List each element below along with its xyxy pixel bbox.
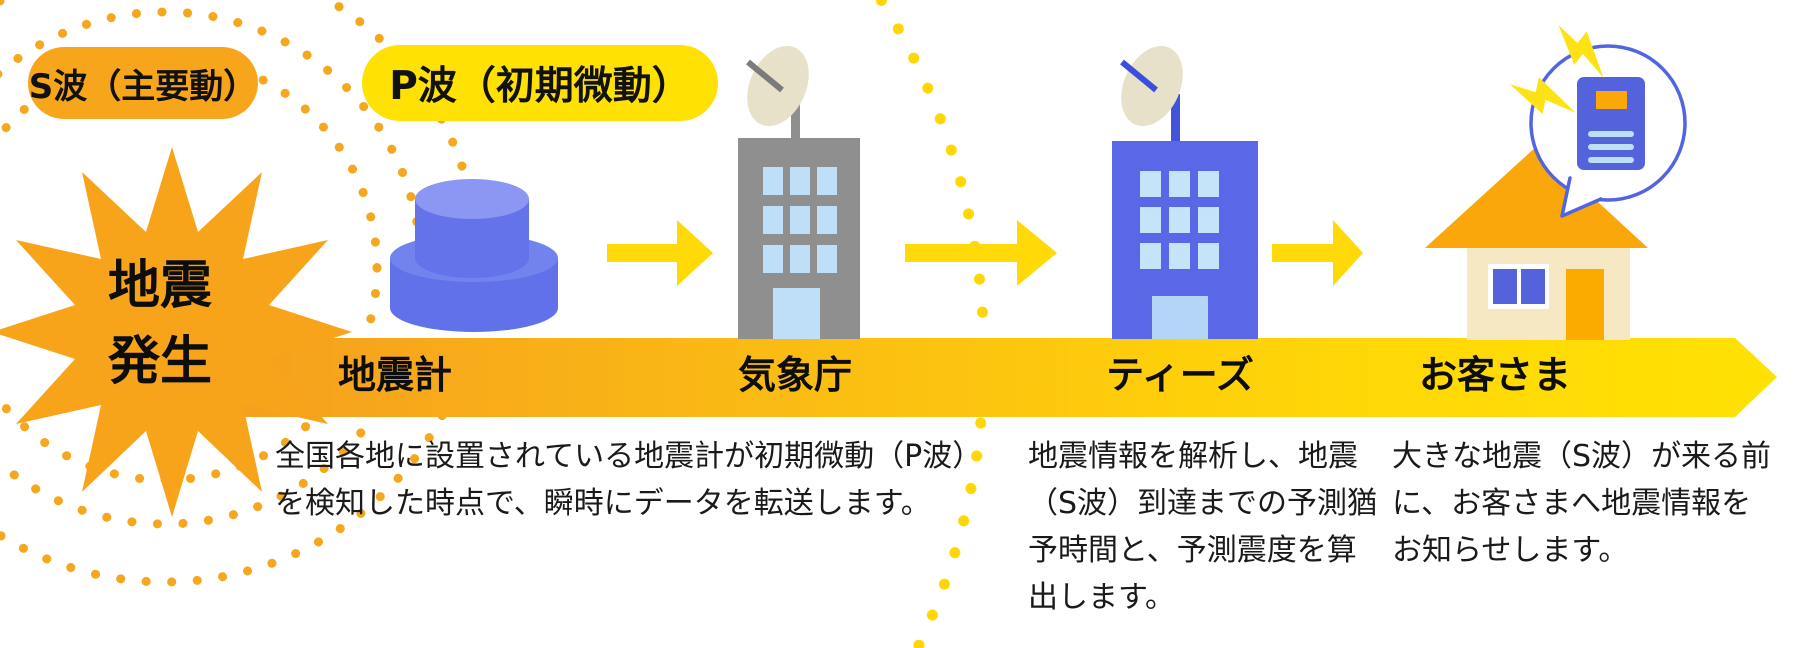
device-screen-tab: [1596, 91, 1627, 109]
description-line: 大きな地震（S波）が来る前: [1392, 439, 1772, 474]
description-line: 全国各地に設置されている地震計が初期微動（P波）: [275, 439, 983, 474]
description-seismometer-jma: 全国各地に設置されている地震計が初期微動（P波） を検知した時点で、瞬時にデータ…: [275, 433, 1045, 527]
earthquake-starburst-icon: [0, 147, 352, 517]
band-label-tees: ティーズ: [1106, 353, 1254, 397]
description-line: お知らせします。: [1392, 533, 1629, 568]
building-windows: [763, 167, 837, 273]
description-line: 予時間と、予測震度を算: [1028, 533, 1357, 568]
speech-bubble-icon: [1509, 24, 1687, 218]
earthquake-occurred-line2: 発生: [107, 332, 212, 392]
arrow-1-right-icon: [607, 220, 713, 286]
building-door: [773, 288, 820, 339]
arrow-3-right-icon: [1272, 220, 1363, 286]
earthquake-occurred-line1: 地震: [107, 256, 212, 316]
bubble-tail: [1560, 176, 1603, 218]
band-label-customer: お客さま: [1418, 353, 1571, 397]
description-customer: 大きな地震（S波）が来る前 に、お客さまへ地震情報を お知らせします。: [1392, 433, 1772, 574]
s-wave-badge-label: S波（主要動）: [28, 66, 258, 107]
alert-device-icon: [1577, 77, 1645, 170]
seismometer-top-face: [415, 179, 529, 219]
lightning-icon: [1509, 24, 1604, 114]
band-label-jma: 気象庁: [737, 353, 852, 397]
house-door: [1566, 269, 1604, 340]
jma-building-icon: [738, 45, 860, 339]
dish-feed-arm: [1120, 59, 1158, 93]
flow-band: [240, 338, 1777, 417]
seismometer-top-side: [415, 199, 529, 278]
description-line: に、お客さまへ地震情報を: [1392, 486, 1752, 521]
s-wave-badge: S波（主要動）: [28, 47, 258, 119]
seismometer-icon: [390, 179, 558, 332]
p-wave-badge-label: P波（初期微動）: [389, 64, 691, 109]
building-windows: [1140, 171, 1219, 269]
building-door: [1152, 296, 1208, 339]
description-line: を検知した時点で、瞬時にデータを転送します。: [275, 486, 931, 521]
house-roof: [1425, 146, 1648, 248]
antenna-pole: [1171, 94, 1180, 142]
description-line: 出します。: [1028, 580, 1175, 615]
description-line: 地震情報を解析し、地震: [1028, 439, 1358, 474]
p-wave-badge: P波（初期微動）: [362, 45, 718, 121]
device-text-lines: [1588, 131, 1634, 163]
arrow-2-right-icon: [905, 220, 1057, 286]
window-pane-left: [1493, 269, 1517, 304]
tees-building-icon: [1112, 45, 1258, 339]
description-tees: 地震情報を解析し、地震 （S波）到達までの予測猶 予時間と、予測震度を算 出しま…: [1028, 433, 1388, 621]
lightning-bolt-lower: [1509, 77, 1576, 114]
house-icon: [1425, 146, 1648, 340]
antenna-pole: [791, 104, 800, 140]
device-body: [1577, 77, 1645, 170]
band-label-seismometer: 地震計: [337, 353, 452, 397]
description-line: （S波）到達までの予測猶: [1028, 486, 1378, 521]
dish-feed-arm: [746, 59, 784, 93]
lightning-bolt-upper: [1558, 24, 1604, 78]
window-pane-right: [1521, 269, 1545, 304]
earthquake-occurred-label: 地震 発生: [50, 248, 270, 400]
